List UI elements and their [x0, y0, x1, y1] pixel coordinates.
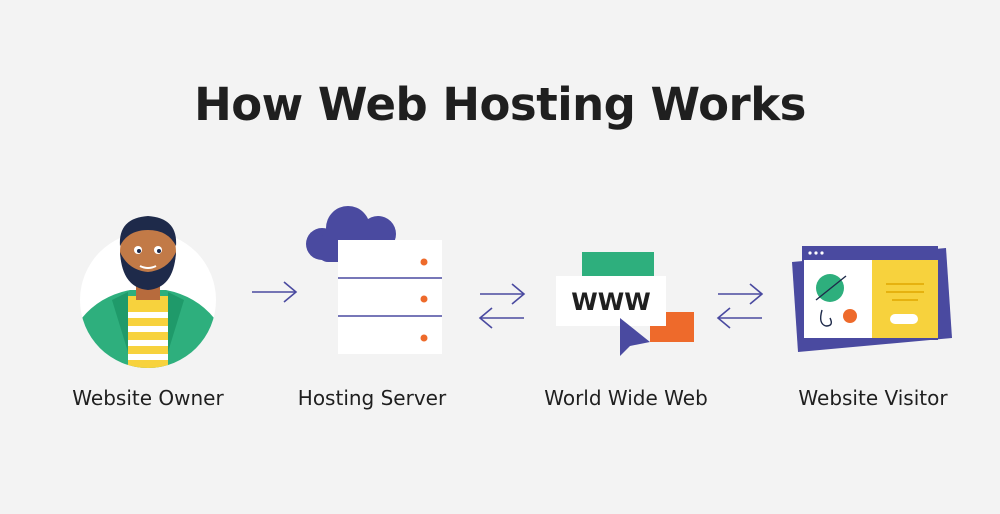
- page-title: How Web Hosting Works: [194, 78, 806, 131]
- www-text: WWW: [571, 288, 650, 316]
- step-label-website-visitor: Website Visitor: [798, 386, 948, 410]
- bidirectional-arrows-icon: [716, 283, 764, 329]
- cloud-server-icon: [306, 206, 442, 354]
- step-label-website-owner: Website Owner: [72, 386, 224, 410]
- www-cursor-icon: WWW: [556, 252, 694, 356]
- browser-window-icon: [792, 246, 952, 352]
- bidirectional-arrows-icon: [478, 283, 526, 329]
- step-label-world-wide-web: World Wide Web: [544, 386, 708, 410]
- person-avatar-icon: [80, 216, 216, 368]
- step-label-hosting-server: Hosting Server: [297, 386, 447, 410]
- arrow-right-icon: [252, 281, 298, 303]
